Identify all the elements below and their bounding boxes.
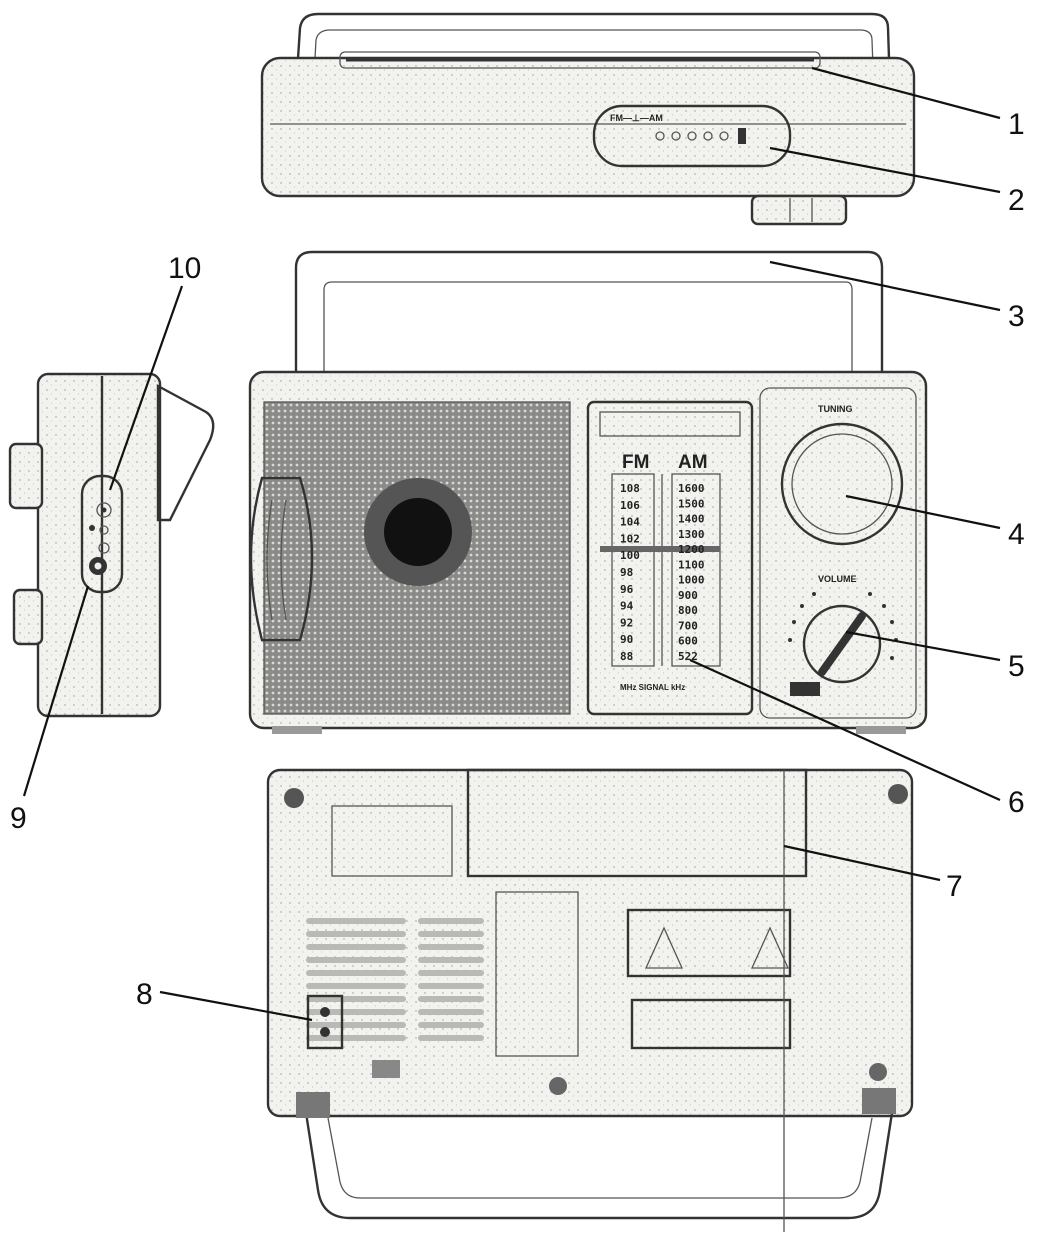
svg-text:FM—⊥—AM: FM—⊥—AM [610, 113, 663, 123]
callout-10: 10 [168, 252, 201, 285]
vent-slot [418, 1035, 484, 1041]
callout-2: 2 [1008, 184, 1025, 217]
am-scale: 1600 1500 1400 1300 1200 1100 1000 900 800 700 600… [678, 482, 705, 663]
fm-tick-label: 106 [620, 499, 640, 512]
am-tick-label: 900 [678, 589, 698, 602]
fm-tick-label: 98 [620, 566, 633, 579]
callout-3: 3 [1008, 300, 1025, 333]
am-tick-label: 1000 [678, 574, 705, 587]
am-tick-label: 522 [678, 650, 698, 663]
vent-slot [306, 918, 406, 924]
radio-back-view [266, 768, 914, 1232]
vent-slot [306, 931, 406, 937]
fm-tick-label: 96 [620, 583, 634, 596]
fm-tick-label: 88 [620, 650, 633, 663]
fm-tick-label: 102 [620, 532, 640, 545]
fm-tick-label: 100 [620, 549, 640, 562]
svg-text:MHz SIGNAL kHz: MHz SIGNAL kHz [620, 683, 685, 692]
vent-slot [418, 931, 484, 937]
dial-window [586, 400, 754, 716]
fm-tick-label: 94 [620, 600, 634, 613]
am-band-label: AM [678, 452, 708, 473]
am-tick-label: 600 [678, 635, 698, 648]
fm-tick-label: 90 [620, 633, 633, 646]
vent-slot [418, 983, 484, 989]
radio-top-view: FM—⊥—AM [260, 12, 916, 226]
vent-slot [306, 970, 406, 976]
callout-1: 1 [1008, 108, 1025, 141]
ac-power-socket [306, 994, 344, 1050]
am-tick-label: 1600 [678, 482, 705, 495]
volume-knob [802, 604, 882, 684]
fm-tick-label: 92 [620, 616, 633, 629]
vent-slot [306, 957, 406, 963]
am-tick-label: 1400 [678, 513, 705, 526]
fm-scale: 108 106 104 102 100 98 96 94 92 90 88 [620, 482, 640, 663]
vent-slot [306, 983, 406, 989]
vent-slot [306, 1022, 406, 1028]
fm-tick-label: 104 [620, 516, 640, 529]
callout-5: 5 [1008, 650, 1025, 683]
vent-slot [306, 1035, 406, 1041]
vent-slot [306, 1009, 406, 1015]
side-jack-panel [80, 474, 124, 594]
vent-slot [418, 996, 484, 1002]
am-tick-label: 1500 [678, 497, 705, 510]
callout-7: 7 [946, 870, 963, 903]
fm-tick-label: 108 [620, 482, 640, 495]
vent-slots [306, 918, 484, 1041]
vent-slot [418, 1009, 484, 1015]
am-tick-label: 1200 [678, 543, 705, 556]
radio-front-view: FM AM 108 106 104 102 100 98 96 94 92 90 88 1600 15… [248, 250, 928, 734]
fm-band-label: FM [622, 452, 649, 473]
callout-9: 9 [10, 802, 27, 835]
volume-label: VOLUME [818, 574, 857, 584]
battery-compartment [466, 768, 808, 878]
vent-slot [306, 944, 406, 950]
tuning-label: TUNING [818, 404, 853, 414]
vent-slot [418, 918, 484, 924]
callout-6: 6 [1008, 786, 1025, 819]
am-tick-label: 1100 [678, 558, 705, 571]
vent-slot [418, 970, 484, 976]
callouts: 1 2 3 4 5 6 7 8 9 10 [10, 66, 1025, 1022]
vent-slot [418, 1022, 484, 1028]
vent-slot [306, 996, 406, 1002]
vent-slot [418, 957, 484, 963]
callout-8: 8 [136, 978, 153, 1011]
am-tick-label: 700 [678, 619, 698, 632]
tuning-knob [780, 422, 904, 546]
vent-slot [418, 944, 484, 950]
callout-4: 4 [1008, 518, 1025, 551]
am-tick-label: 800 [678, 604, 698, 617]
radio-side-view [8, 372, 215, 718]
am-tick-label: 1300 [678, 528, 705, 541]
band-switch-dots [655, 128, 746, 144]
